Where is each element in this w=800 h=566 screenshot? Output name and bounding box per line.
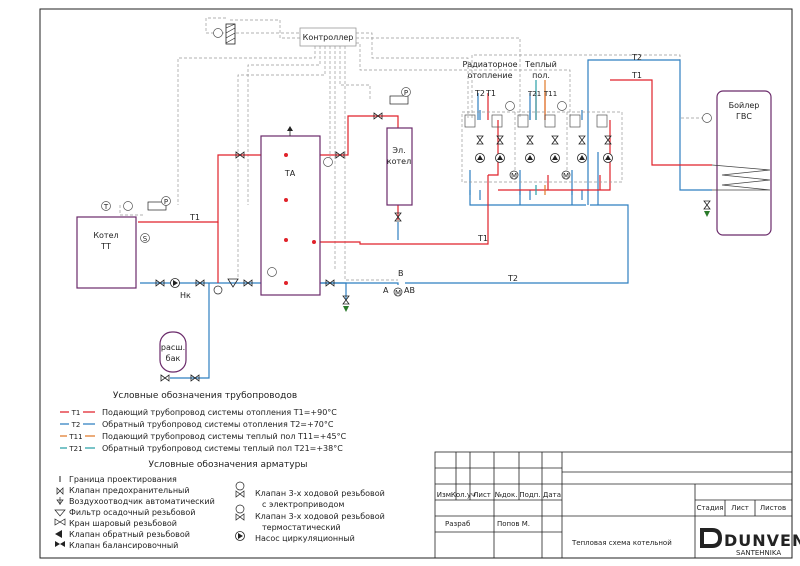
expansion-tank-label-2: бак [166, 354, 181, 363]
tank-ta: ТА [260, 126, 321, 296]
fittings-legend-item-5: Кран шаровый резьбовой [69, 519, 177, 528]
electric-boiler-label-2: котел [387, 157, 411, 166]
fittings-legend: Условные обозначения арматуры Граница пр… [54, 460, 385, 550]
pipe-legend-code-t11: Т11 [68, 433, 82, 441]
fittings-legend-3way-thermo-1: Клапан 3-х ходовой резьбовой [255, 512, 385, 521]
pump-label-nk: Нк [180, 291, 191, 300]
pipe-label-t2-dhw: Т2 [631, 53, 642, 62]
manifold-motor-label-1: М [511, 172, 517, 180]
pipe-fittings: М [147, 95, 711, 382]
electric-boiler-label-1: Эл. [392, 146, 405, 155]
brand-name: DUNVEN [724, 531, 800, 550]
fittings-legend-item-1: Граница проектирования [69, 475, 177, 484]
valve-port-ab: AB [404, 286, 415, 295]
distribution-manifold: М М [461, 111, 623, 183]
controller-box: Контроллер [299, 27, 357, 47]
tb-sheet: Лист [731, 504, 749, 512]
controller-label: Контроллер [303, 33, 354, 42]
fittings-legend-item-7: Клапан балансировочный [69, 541, 178, 550]
dhw-boiler-label-2: ГВС [736, 112, 752, 121]
valve-port-a: A [383, 286, 389, 295]
tb-header-date: Дата [543, 491, 561, 499]
tb-developer: Попов М. [497, 520, 530, 528]
valve-port-b: B [398, 269, 404, 278]
fittings-legend-item-3: Воздухоотводчик автоматический [69, 497, 215, 506]
fittings-legend-pump: Насос циркуляционный [255, 534, 355, 543]
dhw-boiler: Бойлер ГВС [711, 90, 772, 236]
boiler-tt: Котел ТТ [76, 216, 137, 289]
sheet-frame [39, 8, 793, 559]
pipe-label-t2-bottom: Т2 [507, 274, 518, 283]
pipe-legend-text-t21: Обратный трубопровод системы теплый пол … [102, 444, 343, 453]
pipe-label-t1-radiator: Т1 [485, 89, 496, 98]
tb-sheets: Листов [760, 504, 786, 512]
radiator-heating-label-2: отопление [467, 71, 512, 80]
electric-boiler: Эл. котел [386, 127, 413, 206]
control-lines [119, 17, 707, 281]
pipe-legend-code-t2: Т2 [71, 421, 81, 429]
pipe-legend: Условные обозначения трубопроводов Т1 Т2… [60, 391, 347, 453]
floor-pipes [535, 80, 546, 195]
manifold-motor-label-2: М [563, 172, 569, 180]
warm-floor-label-2: пол. [532, 71, 550, 80]
pipe-label-t1-boiler: Т1 [189, 213, 200, 222]
fittings-legend-item-6: Клапан обратный резьбовой [69, 530, 190, 539]
fittings-legend-item-4: Фильтр осадочный резьбовой [69, 508, 195, 517]
expansion-tank: расш. бак [159, 331, 187, 373]
pipe-label-t1-bottom: Т1 [477, 234, 488, 243]
tb-sheet-title: Тепловая схема котельной [571, 539, 672, 547]
sensor-pressure-electric: Р [404, 89, 408, 97]
tb-header-list: Лист [473, 491, 491, 499]
outdoor-sensor [213, 23, 236, 45]
warm-floor-label-1: Теплый [524, 60, 557, 69]
tb-header-izm: Изм. [437, 491, 453, 499]
expansion-tank-label-1: расш. [161, 343, 185, 352]
pipe-legend-text-t2: Обратный трубопровод системы отопления Т… [102, 420, 334, 429]
pipe-label-t1-dhw: Т1 [631, 71, 642, 80]
pipe-legend-title: Условные обозначения трубопроводов [113, 391, 297, 401]
boiler-tt-label-1: Котел [93, 231, 118, 240]
pipe-legend-text-t11: Подающий трубопровод системы теплый пол … [102, 432, 347, 441]
sensor-pressure-boiler: Р [164, 198, 168, 206]
pipe-legend-code-t21: Т21 [68, 445, 82, 453]
dhw-boiler-label-1: Бойлер [729, 101, 760, 110]
fittings-legend-3way-electric-2: с электроприводом [262, 500, 344, 509]
title-block-text: Изм. Кол.уч Лист №док. Подп. Дата Разраб… [437, 491, 786, 547]
fittings-legend-title: Условные обозначения арматуры [149, 460, 308, 470]
supply-pipes [138, 79, 712, 283]
fittings-legend-item-2: Клапан предохранительный [69, 486, 190, 495]
sensor-temp-boiler: Т [103, 203, 109, 211]
tb-developed-label: Разраб [445, 520, 470, 528]
circuit-headers: Радиаторное отопление Теплый пол. [462, 60, 556, 80]
return-pipes [140, 59, 712, 379]
boiler-tt-label-2: ТТ [100, 242, 111, 251]
tb-header-kol: Кол.уч [451, 491, 475, 499]
pipe-label-t21: Т21 [527, 90, 541, 98]
brand-logo: DUNVEN SANTEHNIKA [700, 528, 800, 557]
sensor-security: S [143, 235, 148, 243]
mix-valve-motor-label: М [395, 289, 401, 297]
tb-header-sign: Подп. [519, 491, 540, 499]
pipe-legend-code-t1: Т1 [71, 409, 81, 417]
pipe-legend-text-t1: Подающий трубопровод системы отопления Т… [102, 408, 337, 417]
title-block [434, 451, 793, 559]
fittings-legend-3way-thermo-2: термостатический [262, 523, 341, 532]
tb-header-doc: №док. [495, 491, 518, 499]
brand-sub: SANTEHNIKA [736, 549, 781, 557]
pipe-label-t11: Т11 [543, 90, 557, 98]
pipe-label-t2-radiator: Т2 [474, 89, 485, 98]
sensors: Т S Р Р [101, 87, 712, 277]
tank-ta-label: ТА [284, 169, 296, 178]
tb-stage: Стадия [697, 504, 724, 512]
radiator-heating-label-1: Радиаторное [462, 60, 517, 69]
fittings-legend-3way-electric-1: Клапан 3-х ходовой резьбовой [255, 489, 385, 498]
pipe-labels: Т1 Т1 Т1 Т1 Т2 Т2 Т2 Т21 Т11 Нк A B AB [180, 53, 642, 300]
